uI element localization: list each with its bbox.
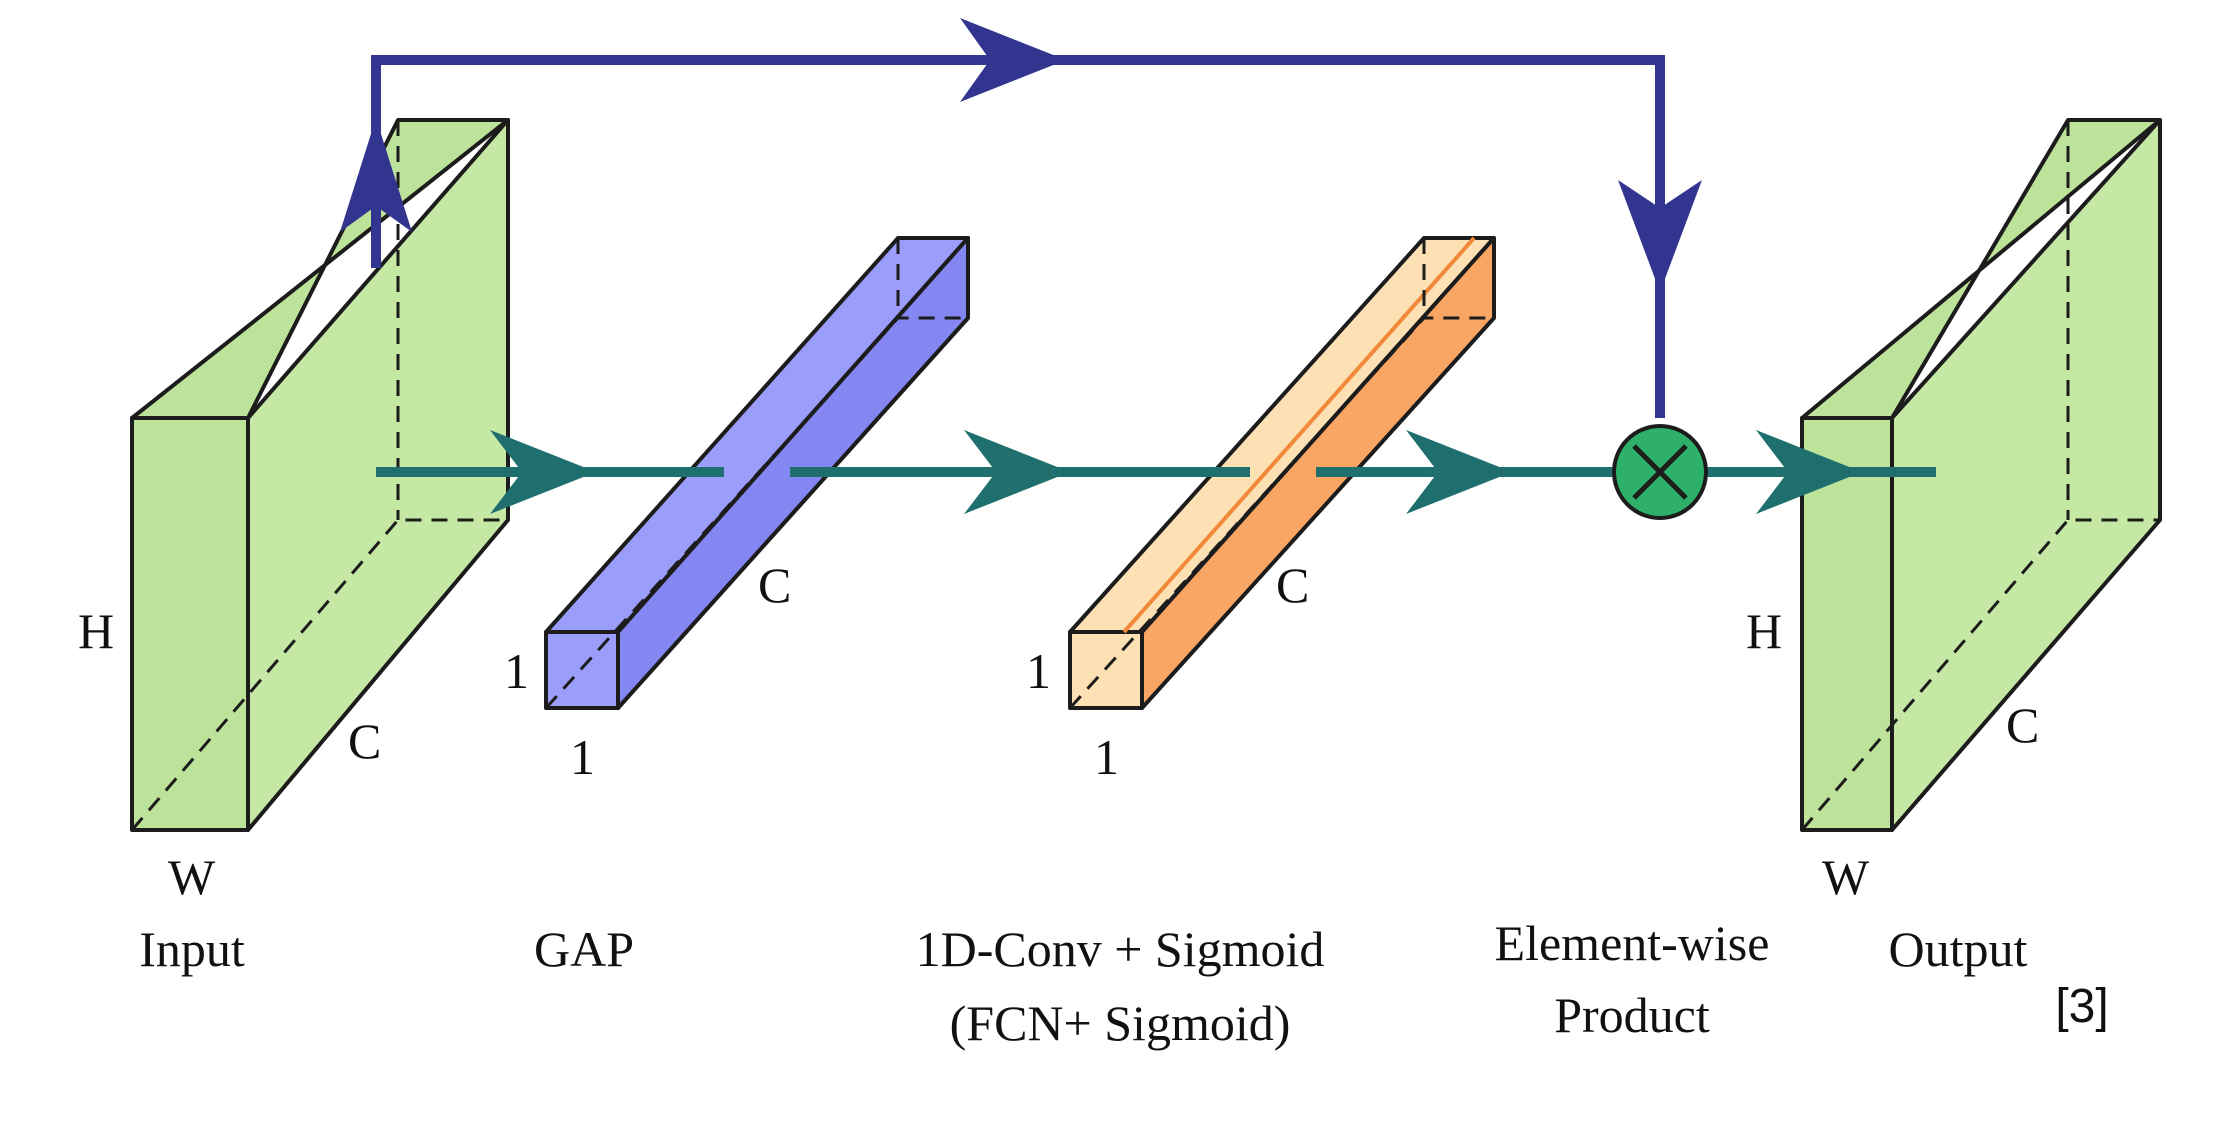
skip-connection	[340, 18, 1702, 418]
citation-label: [3]	[2055, 980, 2108, 1033]
gap-dim-b-label: 1	[570, 729, 595, 785]
conv-caption-line1: 1D-Conv + Sigmoid	[916, 921, 1325, 977]
conv-c-label: C	[1276, 557, 1309, 613]
arrow-right-icon	[964, 430, 1070, 514]
output-c-label: C	[2006, 697, 2039, 753]
arrow-up-icon	[340, 118, 412, 232]
main-flow	[376, 430, 1936, 514]
multiply-circle-icon	[1612, 424, 1708, 520]
output-caption: Output	[1889, 921, 2028, 977]
input-h-label: H	[78, 603, 114, 659]
input-front-face	[130, 416, 250, 832]
arrow-down-icon	[1618, 180, 1702, 292]
gap-top-face	[544, 236, 970, 634]
conv-inner-edge	[1122, 236, 1476, 634]
output-hidden-edges	[1800, 518, 2160, 831]
input-caption: Input	[139, 921, 245, 977]
arrow-right-icon	[1756, 430, 1862, 514]
output-h-label: H	[1746, 603, 1782, 659]
arrow-right-icon	[490, 430, 596, 514]
conv-dim-b-label: 1	[1094, 729, 1119, 785]
arrow-right-icon	[960, 18, 1066, 102]
conv-dim-a-label: 1	[1026, 643, 1051, 699]
input-hidden-edges	[130, 518, 508, 831]
arrow-right-icon	[1406, 430, 1512, 514]
output-front-face	[1800, 416, 1894, 832]
gap-dim-a-label: 1	[504, 643, 529, 699]
product-caption-line1: Element-wise	[1495, 915, 1770, 971]
input-w-label: W	[168, 849, 216, 905]
output-w-label: W	[1822, 849, 1870, 905]
output-feature-map	[1800, 118, 2162, 832]
gap-caption: GAP	[534, 921, 634, 977]
input-c-label: C	[348, 713, 381, 769]
product-caption-line2: Product	[1554, 987, 1710, 1043]
conv-caption-line2: (FCN+ Sigmoid)	[950, 995, 1291, 1051]
gap-c-label: C	[758, 557, 791, 613]
